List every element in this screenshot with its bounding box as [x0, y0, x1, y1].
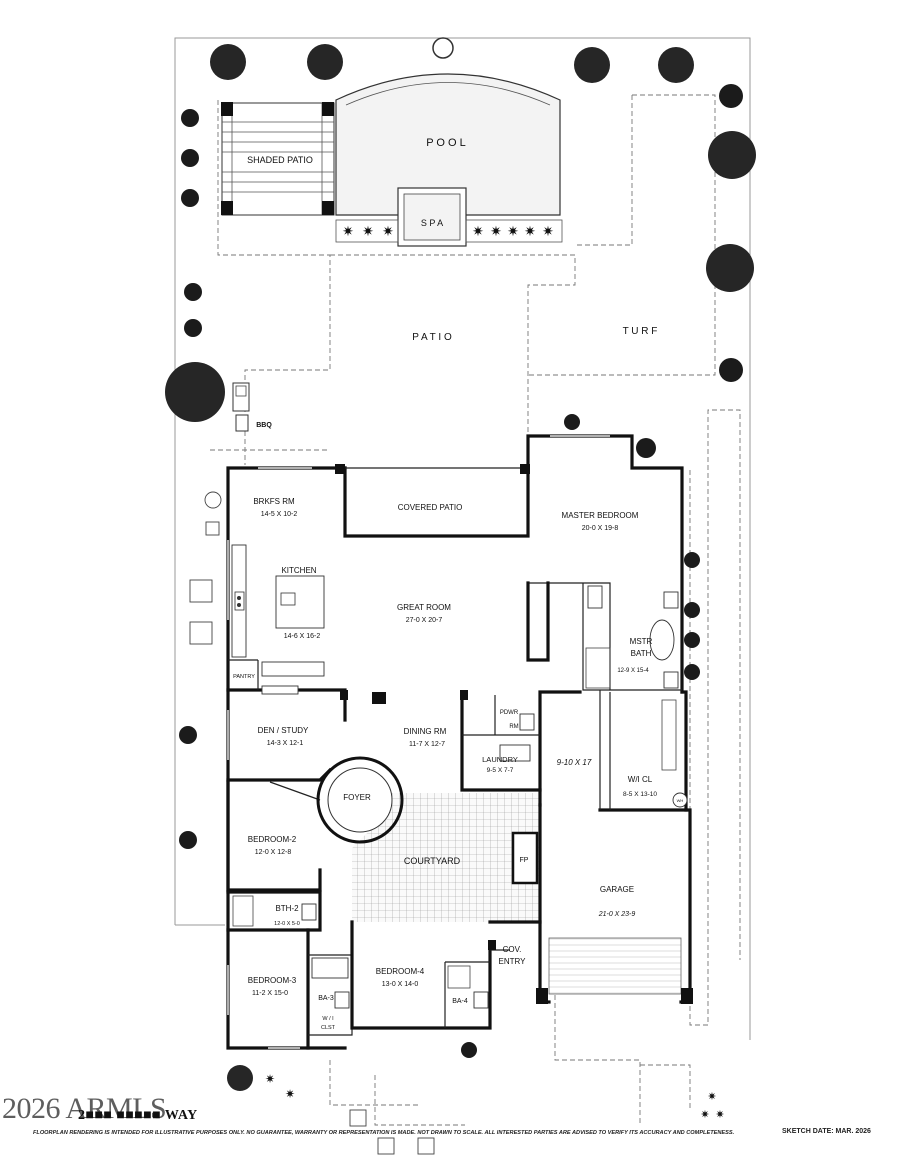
copyright-watermark: 2026 ARMLS [2, 1092, 167, 1125]
palm-icon: ✷ [285, 1087, 295, 1101]
dims-bedroom-4: 13-0 X 14-0 [382, 981, 419, 988]
yard-fixtures [189, 491, 435, 1155]
label-bedroom-4: BEDROOM-4 [376, 967, 425, 976]
landscape-shrubs [179, 84, 743, 1058]
label-garage: GARAGE [600, 885, 634, 894]
property-address: 2■■■ ■■■■■ WAY [78, 1108, 198, 1123]
lot-boundary [174, 37, 751, 1040]
label-rm: RM [509, 724, 518, 730]
label-master-bedroom: MASTER BEDROOM [562, 511, 639, 520]
dims-mstr-bath: 12-9 X 15-4 [617, 668, 649, 674]
label-brkfs-rm: BRKFS RM [253, 497, 295, 506]
landscape-palms: ✷ ✷ ✷ ✷ ✷ ✷ ✷ ✷ ✷ ✷ ✷ ✷ ✷ [265, 223, 725, 1121]
label-pdwr: PDWR [500, 710, 519, 716]
sketch-date: SKETCH DATE: MAR. 2026 [782, 1128, 871, 1135]
label-bbq: BBQ [256, 422, 272, 429]
palm-icon: ✷ [715, 1109, 724, 1121]
planter-left [335, 219, 399, 243]
courtyard-floor [352, 793, 540, 922]
label-entry: ENTRY [499, 957, 527, 966]
label-laundry: LAUNDRY [482, 755, 518, 764]
shaded-patio-pergola [221, 102, 335, 216]
label-den-study: DEN / STUDY [258, 726, 309, 735]
label-wi: W / I [322, 1016, 334, 1022]
palm-icon: ✷ [700, 1109, 709, 1121]
palm-icon: ✷ [382, 223, 394, 239]
dims-storage: 9-10 X 17 [557, 758, 592, 767]
bath-fixtures [232, 585, 688, 1009]
label-ba-3: BA-3 [318, 995, 334, 1002]
windows [227, 435, 610, 1049]
label-fp: FP [520, 857, 529, 864]
label-ba-4: BA-4 [452, 998, 468, 1005]
label-pantry: PANTRY [233, 674, 255, 680]
label-bedroom-2: BEDROOM-2 [248, 835, 297, 844]
dims-bedroom-2: 12-0 X 12-8 [255, 849, 292, 856]
dims-bth-2: 12-0 X 5-0 [274, 921, 300, 927]
room-labels: P O O L SHADED PATIO S P A P A T I O T U… [233, 137, 683, 1031]
label-great-room: GREAT ROOM [397, 603, 451, 612]
label-patio: P A T I O [412, 332, 452, 343]
hardscape-outline [210, 94, 741, 1126]
house-walls [226, 434, 693, 1050]
kitchen-fixtures [231, 544, 325, 695]
label-pool: P O O L [426, 137, 466, 149]
label-clst: CLST [321, 1025, 336, 1031]
palm-icon: ✷ [507, 223, 519, 239]
garage-floor [548, 937, 682, 995]
bbq-station [232, 382, 250, 432]
palm-icon: ✷ [524, 223, 536, 239]
label-spa: S P A [421, 218, 443, 228]
label-shaded-patio: SHADED PATIO [247, 155, 313, 165]
label-courtyard: COURTYARD [404, 856, 461, 866]
dims-den-study: 14-3 X 12-1 [267, 740, 304, 747]
label-foyer: FOYER [343, 793, 371, 802]
spa [397, 187, 467, 247]
label-bath: BATH [631, 649, 652, 658]
palm-icon: ✷ [490, 223, 502, 239]
label-covered-patio: COVERED PATIO [398, 503, 463, 512]
dims-master-bedroom: 20-0 X 19-8 [582, 525, 619, 532]
label-turf: T U R F [623, 326, 658, 337]
palm-icon: ✷ [472, 223, 484, 239]
palm-icon: ✷ [342, 223, 354, 239]
label-kitchen: KITCHEN [281, 566, 316, 575]
label-mstr: MSTR [630, 637, 653, 646]
palm-icon: ✷ [542, 223, 554, 239]
planter-right [465, 219, 563, 243]
dims-garage: 21-0 X 23-9 [598, 911, 636, 918]
dims-great-room: 27-0 X 20-7 [406, 617, 443, 624]
palm-icon: ✷ [362, 223, 374, 239]
dims-wi-cl: 8-5 X 13-10 [623, 791, 657, 798]
palm-icon: ✷ [707, 1091, 716, 1103]
label-bth-2: BTH-2 [275, 904, 299, 913]
dims-kitchen: 14-6 X 16-2 [284, 633, 321, 640]
label-wi-cl: W/I CL [628, 775, 653, 784]
dims-dining-rm: 11-7 X 12-7 [409, 741, 445, 748]
label-wh: WH [677, 798, 684, 803]
label-cov: COV. [503, 945, 522, 954]
disclaimer-text: FLOORPLAN RENDERING IS INTENDED FOR ILLU… [33, 1130, 735, 1136]
dims-bedroom-3: 11-2 X 15-0 [252, 990, 288, 997]
palm-icon: ✷ [265, 1072, 275, 1086]
pool [335, 73, 561, 216]
landscape-trees [165, 37, 756, 1091]
label-dining-rm: DINING RM [404, 727, 447, 736]
dims-brkfs-rm: 14-5 X 10-2 [261, 511, 298, 518]
dims-laundry: 9-5 X 7-7 [487, 767, 514, 774]
label-bedroom-3: BEDROOM-3 [248, 976, 297, 985]
